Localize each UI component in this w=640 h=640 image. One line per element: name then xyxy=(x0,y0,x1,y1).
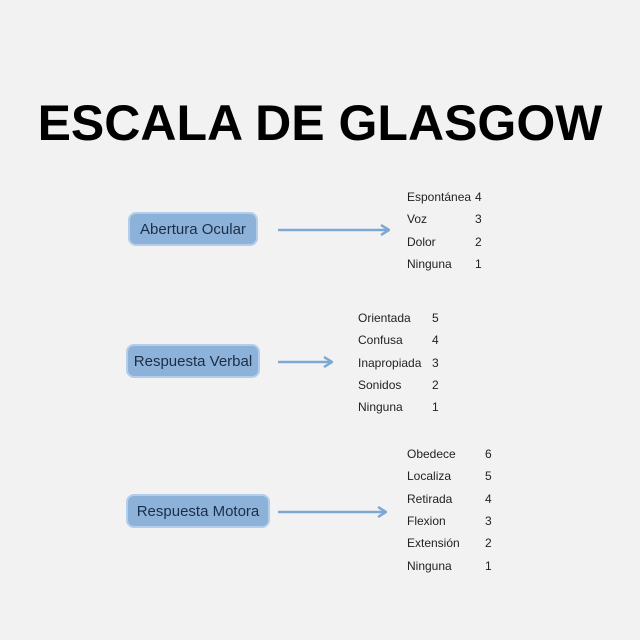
category-box-abertura-ocular: Abertura Ocular xyxy=(128,212,258,246)
category-box-respuesta-motora: Respuesta Motora xyxy=(126,494,270,528)
category-box-respuesta-verbal: Respuesta Verbal xyxy=(126,344,260,378)
score-value: 5 xyxy=(485,469,492,484)
score-value: 4 xyxy=(475,190,482,204)
response-label: Obedece xyxy=(407,447,456,461)
score-value: 3 xyxy=(432,355,439,370)
response-label: Flexion xyxy=(407,513,446,528)
arrow-right-icon xyxy=(278,356,333,368)
response-label: Inapropiada xyxy=(358,355,422,370)
response-label: Confusa xyxy=(358,333,403,348)
response-label: Dolor xyxy=(407,234,436,249)
arrow-right-icon xyxy=(278,506,387,518)
score-value: 4 xyxy=(485,491,492,506)
response-label: Ninguna xyxy=(407,256,452,271)
score-value: 6 xyxy=(485,447,492,461)
page-title: ESCALA DE GLASGOW xyxy=(37,95,603,151)
score-value: 2 xyxy=(432,377,439,392)
score-value: 1 xyxy=(485,558,492,573)
category-label: Respuesta Motora xyxy=(136,502,260,520)
response-label: Extensión xyxy=(407,536,460,551)
arrow-right-icon xyxy=(278,224,390,236)
score-value: 1 xyxy=(475,256,482,271)
score-value: 1 xyxy=(432,400,439,415)
category-label: Respuesta Verbal xyxy=(133,352,253,370)
response-label: Retirada xyxy=(407,491,453,506)
response-label: Espontánea xyxy=(407,190,472,204)
score-value: 2 xyxy=(475,234,482,249)
response-label: Orientada xyxy=(358,311,411,325)
response-label: Sonidos xyxy=(358,377,402,392)
score-value: 4 xyxy=(432,333,439,348)
category-label: Abertura Ocular xyxy=(140,220,246,238)
response-label: Voz xyxy=(407,212,428,227)
score-value: 2 xyxy=(485,536,492,551)
score-value: 3 xyxy=(485,513,492,528)
response-label: Ninguna xyxy=(407,558,452,573)
response-label: Localiza xyxy=(407,469,452,484)
score-value: 5 xyxy=(432,311,439,325)
score-value: 3 xyxy=(475,212,482,227)
response-label: Ninguna xyxy=(358,400,403,415)
